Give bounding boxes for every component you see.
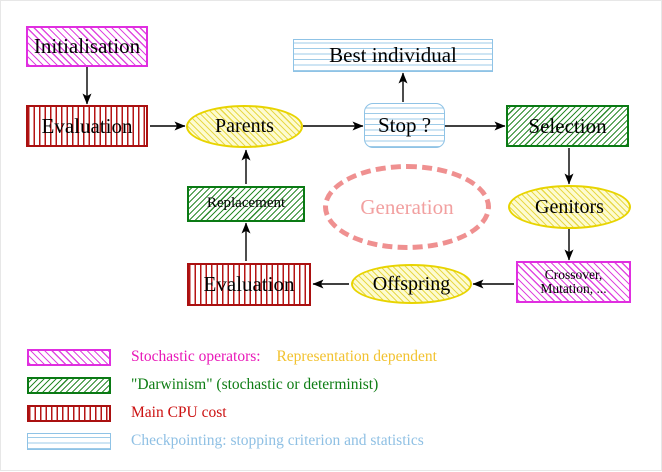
legend-swatch-green xyxy=(27,376,111,394)
legend-swatch-red xyxy=(27,404,111,422)
node-best-individual[interactable]: Best individual xyxy=(293,39,493,72)
node-offspring[interactable]: Offspring xyxy=(351,264,472,304)
legend-label-stochastic: Stochastic operators: xyxy=(131,348,261,365)
legend-label-darwinism: "Darwinism" (stochastic or determinist) xyxy=(131,376,379,393)
node-evaluation-top-label: Evaluation xyxy=(41,113,133,138)
legend-row-checkpointing: Checkpointing: stopping criterion and st… xyxy=(1,432,424,450)
node-initialisation-label: Initialisation xyxy=(33,34,141,59)
node-parents-label: Parents xyxy=(215,115,274,137)
node-crossover-label-line2: Mutation, ... xyxy=(540,281,607,296)
node-crossover-mutation[interactable]: Crossover, Mutation, ... xyxy=(516,261,631,303)
legend-label-checkpointing: Checkpointing: stopping criterion and st… xyxy=(131,432,424,449)
node-selection-label: Selection xyxy=(528,113,607,138)
arrow-group xyxy=(82,67,574,289)
generation-region: Generation xyxy=(323,164,491,250)
node-replacement[interactable]: Replacement xyxy=(187,186,305,222)
legend-swatch-magenta xyxy=(27,348,111,366)
legend-swatch-blue xyxy=(27,432,111,450)
node-crossover-label-line1: Crossover, xyxy=(544,266,603,282)
legend-label-representation: Representation dependent xyxy=(276,348,437,365)
node-evaluation-bottom[interactable]: Evaluation xyxy=(187,263,311,306)
node-evaluation-top[interactable]: Evaluation xyxy=(26,105,148,147)
node-best-individual-label: Best individual xyxy=(329,43,457,68)
node-parents[interactable]: Parents xyxy=(186,105,303,148)
generation-label: Generation xyxy=(360,194,454,219)
node-selection[interactable]: Selection xyxy=(506,105,629,147)
legend-row-cpu: Main CPU cost xyxy=(1,404,227,422)
node-offspring-label: Offspring xyxy=(372,272,451,295)
legend-label-cpu: Main CPU cost xyxy=(131,404,227,421)
node-genitors[interactable]: Genitors xyxy=(508,185,631,229)
node-stop-label: Stop ? xyxy=(377,113,432,138)
legend-row-darwinism: "Darwinism" (stochastic or determinist) xyxy=(1,376,378,394)
node-replacement-label: Replacement xyxy=(206,195,286,212)
legend-row-stochastic: Stochastic operators: Representation dep… xyxy=(1,348,437,366)
node-initialisation[interactable]: Initialisation xyxy=(26,26,148,67)
node-stop[interactable]: Stop ? xyxy=(364,103,445,148)
node-genitors-label: Genitors xyxy=(535,195,604,218)
node-evaluation-bottom-label: Evaluation xyxy=(203,272,295,297)
